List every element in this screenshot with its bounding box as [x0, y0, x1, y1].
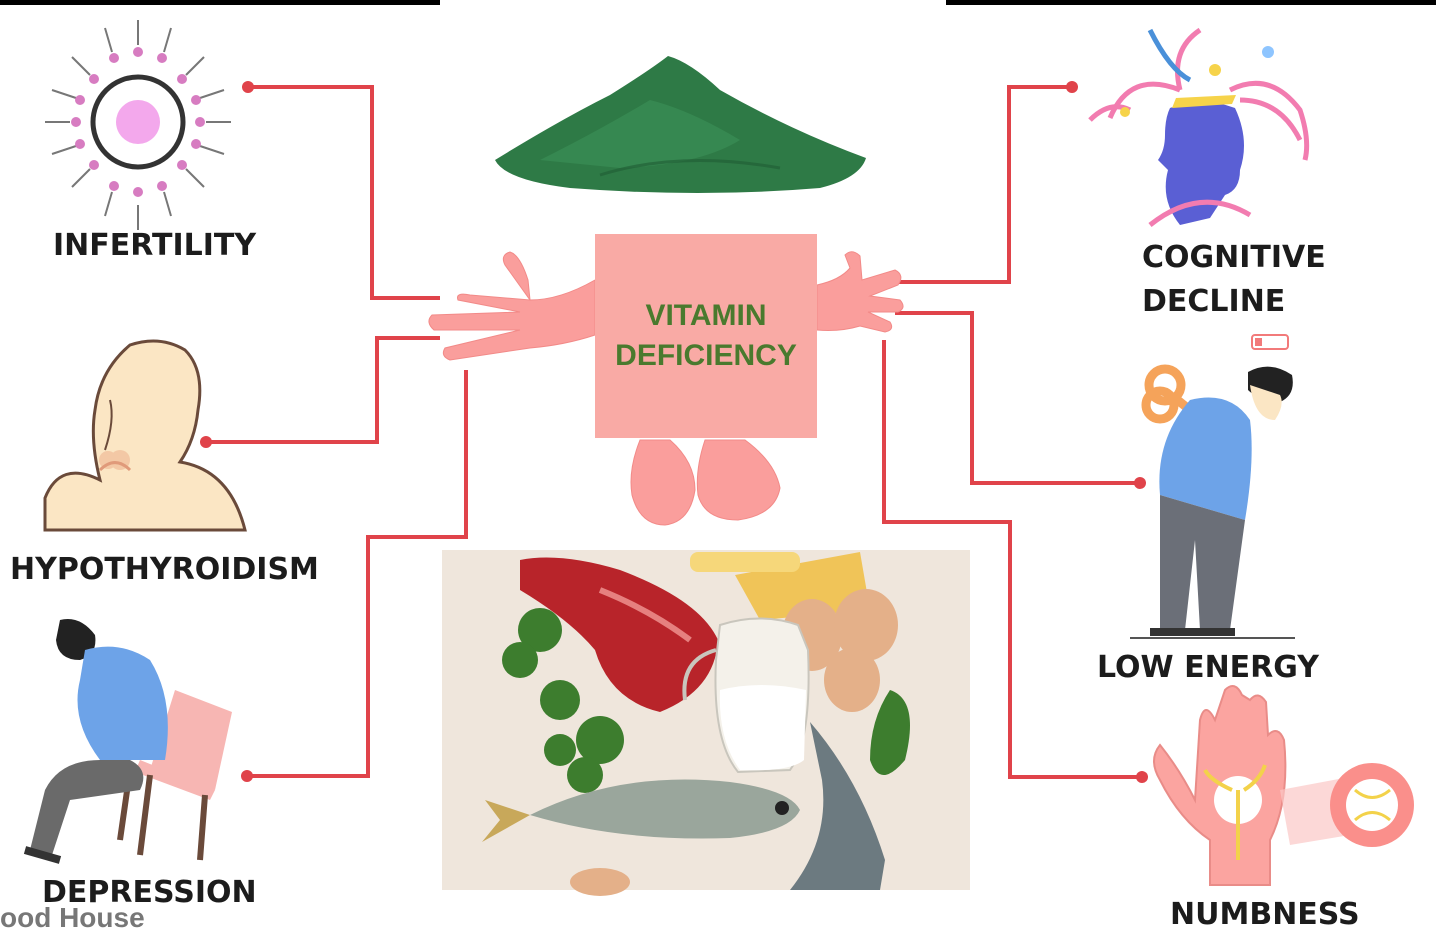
label-hypothyroidism: HYPOTHYROIDISM — [10, 552, 319, 587]
label-cognitive-line2: DECLINE — [1142, 284, 1286, 319]
connector-low-energy — [895, 311, 1140, 485]
label-cognitive-decline: COGNITIVE DECLINE — [1142, 236, 1326, 324]
connector-dot-hypothyroidism — [200, 436, 212, 448]
top-bar-left — [0, 0, 440, 5]
label-cognitive-line1: COGNITIVE — [1142, 240, 1326, 275]
label-low-energy: LOW ENERGY — [1097, 650, 1319, 685]
center-title-line1: VITAMIN — [645, 299, 767, 332]
connector-numbness — [882, 340, 1142, 779]
connector-dot-numbness — [1136, 771, 1148, 783]
connector-hypothyroidism — [206, 336, 440, 444]
label-infertility: INFERTILITY — [53, 228, 257, 263]
connector-dot-low-energy — [1134, 477, 1146, 489]
connector-infertility — [248, 85, 440, 300]
label-depression: DEPRESSION — [42, 875, 257, 910]
connector-dot-depression — [241, 770, 253, 782]
label-numbness: NUMBNESS — [1170, 897, 1360, 932]
connector-depression — [247, 370, 468, 778]
center-box-vitamin-deficiency: VITAMIN DEFICIENCY — [595, 234, 817, 438]
top-bar-right — [946, 0, 1436, 5]
watermark: ood House — [0, 902, 145, 933]
connector-dot-cognitive — [1066, 81, 1078, 93]
connector-dot-infertility — [242, 81, 254, 93]
connector-cognitive — [895, 85, 1072, 284]
center-title-line2: DEFICIENCY — [615, 339, 797, 372]
